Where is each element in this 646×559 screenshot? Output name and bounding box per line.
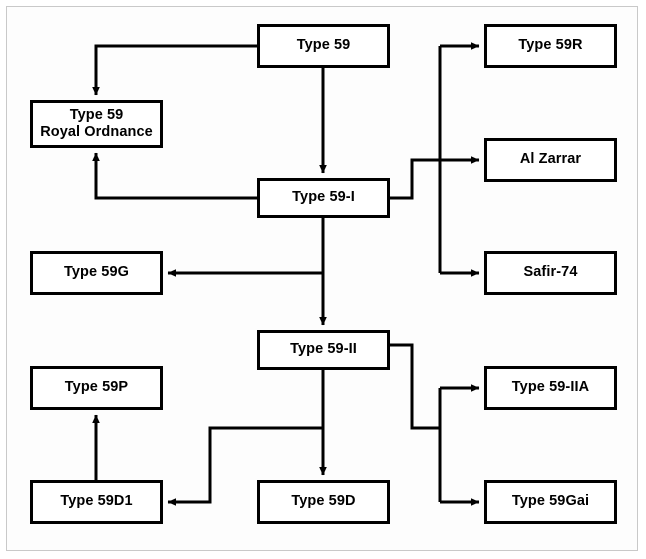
node-type59r[interactable]: Type 59R [484,24,617,68]
node-royal-ordnance-label-line1: Type 59 [69,106,124,123]
node-type59-i-label: Type 59-I [292,189,355,206]
edge-type59-ii-right-stem [390,343,440,430]
node-type59d-label: Type 59D [291,493,356,510]
node-type59-ii[interactable]: Type 59-II [257,330,390,370]
node-royal-ordnance[interactable]: Type 59 Royal Ordnance [30,100,163,148]
edge-type59-i-to-royal-ordnance [92,152,257,200]
edge-type59-ii-to-type59d1 [167,426,323,506]
node-safir74[interactable]: Safir-74 [484,251,617,295]
node-safir74-label: Safir-74 [523,264,578,281]
node-type59gai[interactable]: Type 59Gai [484,480,617,524]
edge-type59-i-right-stem [390,158,440,200]
node-type59-i[interactable]: Type 59-I [257,178,390,218]
node-type59d1-label: Type 59D1 [60,493,133,510]
node-type59g-label: Type 59G [63,264,129,281]
node-type59d1[interactable]: Type 59D1 [30,480,163,524]
node-type59p-label: Type 59P [64,379,129,396]
node-al-zarrar[interactable]: Al Zarrar [484,138,617,182]
node-type59r-label: Type 59R [518,37,583,54]
node-type59-ii-label: Type 59-II [290,341,357,358]
node-type59-iia-label: Type 59-IIA [511,379,590,396]
node-royal-ordnance-label-line2: Royal Ordnance [40,124,153,140]
node-type59-label: Type 59 [296,37,351,54]
node-type59p[interactable]: Type 59P [30,366,163,410]
node-al-zarrar-label: Al Zarrar [519,151,582,168]
node-type59gai-label: Type 59Gai [511,493,590,510]
node-type59[interactable]: Type 59 [257,24,390,68]
node-type59d[interactable]: Type 59D [257,480,390,524]
node-type59g[interactable]: Type 59G [30,251,163,295]
edge-type59-to-royal-ordnance [92,44,257,96]
node-type59-iia[interactable]: Type 59-IIA [484,366,617,410]
